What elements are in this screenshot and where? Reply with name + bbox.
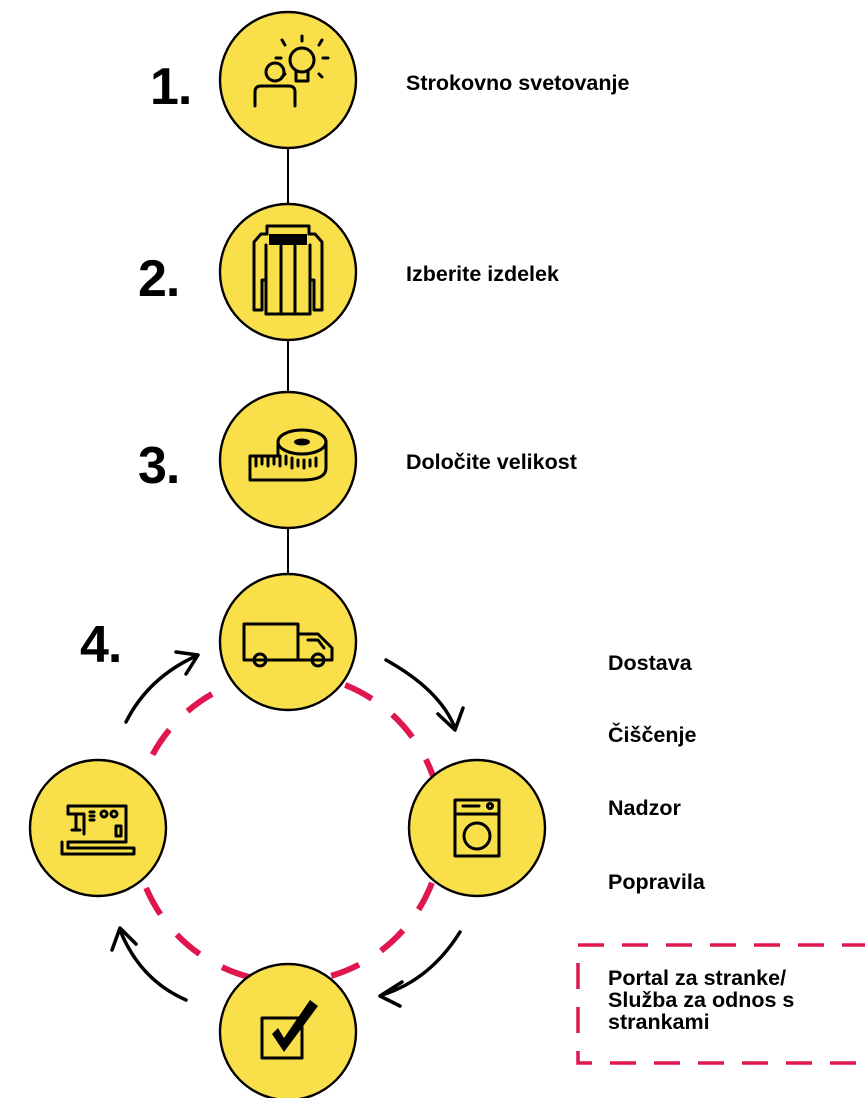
step-2-label: Izberite izdelek <box>406 262 559 286</box>
arrow-to-sewing <box>118 928 188 1002</box>
washing-circle <box>407 758 547 898</box>
cycle-sewing <box>28 758 168 898</box>
consultant-lightbulb-icon <box>253 34 330 108</box>
step-1-number: 1. <box>150 58 191 116</box>
arrow-to-truck <box>124 654 198 724</box>
step-1-label: Strokovno svetovanje <box>406 71 629 95</box>
step-4-number: 4. <box>80 616 121 674</box>
arrow-to-sewing-head <box>110 926 138 952</box>
arrow-to-checkbox-head <box>378 980 404 1008</box>
measuring-tape-icon <box>248 428 328 482</box>
cycle-checkbox <box>218 962 358 1098</box>
cycle-arrows <box>110 650 465 1008</box>
portal-box: Portal za stranke/ Služba za odnos s str… <box>576 943 865 1065</box>
arrow-to-washing-head <box>436 706 465 732</box>
garment-icon <box>252 224 324 316</box>
sewing-circle <box>28 758 168 898</box>
checkbox-circle <box>218 962 358 1098</box>
cycle-washing <box>407 758 547 898</box>
portal-line-1: Portal za stranke/ <box>608 966 786 990</box>
arrow-to-checkbox <box>380 930 462 997</box>
step-2: 2. Izberite izdelek <box>138 202 559 342</box>
step-1-circle <box>218 10 358 150</box>
label-ciscenje: Čiščenje <box>608 722 696 747</box>
cycle-labels: Dostava Čiščenje Nadzor Popravila <box>608 651 706 894</box>
step-4-circle <box>218 572 358 712</box>
washing-machine-icon <box>453 798 501 858</box>
portal-dashed-border <box>576 943 865 1065</box>
step-3-number: 3. <box>138 437 179 495</box>
checkbox-icon <box>260 1000 318 1060</box>
arrow-to-truck-head <box>174 650 200 676</box>
label-nadzor: Nadzor <box>608 796 682 820</box>
step-2-number: 2. <box>138 250 179 308</box>
step-1: 1. Strokovno svetovanje <box>150 10 629 150</box>
label-popravila: Popravila <box>608 870 706 894</box>
arrow-to-washing <box>384 658 457 730</box>
cycle-ring <box>131 671 445 985</box>
portal-line-2: Služba za odnos s <box>608 988 794 1012</box>
step-4: 4. <box>80 572 358 712</box>
step-3-circle <box>218 390 358 530</box>
delivery-truck-icon <box>242 622 334 668</box>
label-dostava: Dostava <box>608 651 693 675</box>
step-3-label: Določite velikost <box>406 450 577 474</box>
step-3: 3. Določite velikost <box>138 390 577 530</box>
step-2-circle <box>218 202 358 342</box>
portal-line-3: strankami <box>608 1010 710 1034</box>
sewing-machine-icon <box>60 804 136 856</box>
